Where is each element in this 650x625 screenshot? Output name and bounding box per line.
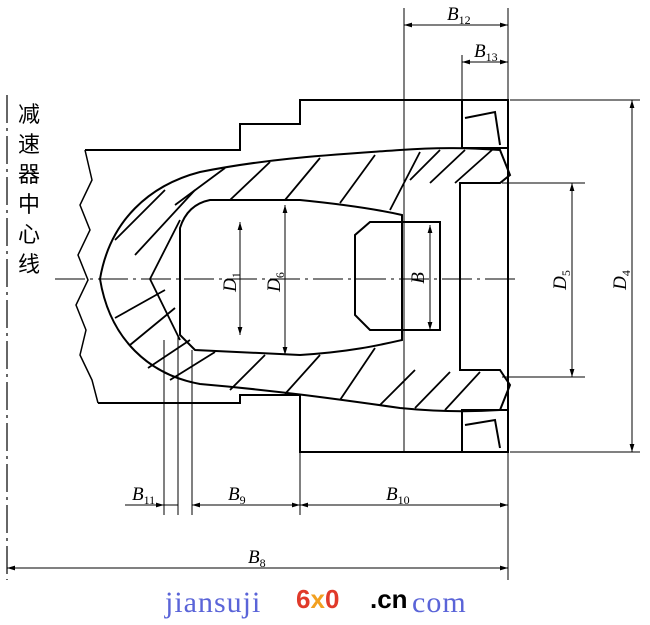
svg-text:.cn: .cn [370, 584, 408, 614]
svg-text:jiansuji: jiansuji [164, 586, 261, 619]
label-b13: B13 [474, 41, 498, 64]
label-b: B [408, 272, 429, 284]
label-d4: D4 [610, 270, 633, 291]
label-b9: B9 [228, 484, 246, 507]
label-b10: B10 [386, 484, 410, 507]
svg-text:6x0: 6x0 [296, 584, 339, 614]
svg-text:com: com [412, 586, 467, 619]
gear-cavity [179, 199, 403, 357]
dimension-lines [7, 22, 635, 571]
bearing-top [461, 99, 509, 149]
hatching-lower [114, 289, 481, 411]
label-d1: D1 [220, 272, 243, 293]
watermark: jiansuji 6x0 .cn com [164, 584, 467, 619]
hatching-upper [114, 149, 493, 256]
label-d6: D6 [264, 272, 287, 293]
cone-tip [148, 219, 181, 341]
svg-text:心: 心 [18, 223, 40, 248]
svg-text:速: 速 [18, 133, 40, 158]
hub [354, 221, 441, 331]
svg-text:器: 器 [18, 163, 40, 188]
label-d5: D5 [550, 270, 573, 291]
svg-text:减: 减 [18, 103, 40, 128]
label-b12: B12 [447, 4, 471, 27]
svg-text:线: 线 [18, 253, 40, 278]
label-b8: B8 [248, 547, 266, 570]
side-label-reducer-centerline: 减 速 器 中 心 线 [18, 103, 40, 278]
label-b11: B11 [132, 484, 155, 507]
bearing-bottom [461, 409, 509, 453]
gear-body [98, 147, 512, 413]
housing-outline [85, 99, 509, 453]
break-line [75, 149, 99, 404]
svg-text:中: 中 [18, 193, 40, 218]
